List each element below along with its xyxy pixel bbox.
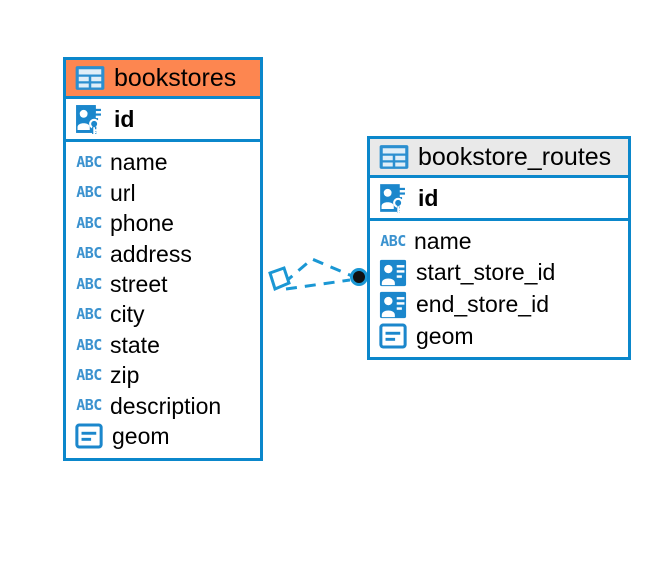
- field-label-name: name: [414, 228, 472, 255]
- field-label-url: url: [110, 179, 136, 206]
- abc-text-icon: ABC: [75, 241, 103, 267]
- entity-title-bookstore-routes: bookstore_routes: [418, 143, 612, 171]
- primary-key-icon: [75, 104, 105, 135]
- field-label-street: street: [110, 271, 168, 297]
- abc-text-glyph: ABC: [76, 335, 102, 354]
- field-row-url[interactable]: ABC url: [66, 178, 260, 208]
- field-row-zip[interactable]: ABC zip: [66, 360, 260, 390]
- field-label-name: name: [110, 149, 168, 176]
- abc-text-glyph: ABC: [76, 396, 102, 415]
- field-row-end-store-id[interactable]: end_store_id: [370, 289, 628, 321]
- abc-text-icon: ABC: [75, 271, 103, 297]
- abc-text-icon: ABC: [75, 210, 103, 236]
- field-list-bookstore-routes: ABC name start_store_id: [370, 221, 628, 357]
- field-list-bookstores: ABC name ABC url ABC phone ABC: [66, 142, 260, 457]
- table-icon: [75, 65, 105, 91]
- foreign-key-icon: [379, 259, 407, 287]
- field-label-end-store-id: end_store_id: [416, 291, 549, 318]
- field-row-state[interactable]: ABC state: [66, 330, 260, 360]
- field-row-name[interactable]: ABC name: [370, 226, 628, 256]
- primary-key-icon: [379, 183, 409, 214]
- field-label-address: address: [110, 240, 192, 267]
- field-label-id: id: [114, 106, 135, 133]
- field-row-address[interactable]: ABC address: [66, 239, 260, 269]
- entity-header-bookstores[interactable]: bookstores: [66, 60, 260, 100]
- field-row-geom[interactable]: geom: [66, 421, 260, 451]
- relationship-line-lower: [285, 278, 351, 291]
- field-label-id: id: [418, 185, 439, 212]
- circle-endpoint-icon: [350, 268, 368, 286]
- field-row-start-store-id[interactable]: start_store_id: [370, 257, 628, 289]
- field-label-start-store-id: start_store_id: [416, 259, 556, 286]
- abc-text-glyph: ABC: [76, 152, 102, 171]
- field-label-geom: geom: [416, 322, 474, 349]
- entity-bookstore-routes[interactable]: bookstore_routes id: [367, 136, 631, 361]
- abc-text-glyph: ABC: [76, 213, 102, 232]
- abc-text-icon: ABC: [75, 180, 103, 206]
- abc-text-glyph: ABC: [76, 305, 102, 324]
- abc-text-icon: ABC: [379, 228, 407, 254]
- abc-text-icon: ABC: [75, 302, 103, 328]
- abc-text-icon: ABC: [75, 332, 103, 358]
- field-row-description[interactable]: ABC description: [66, 391, 260, 421]
- abc-text-icon: ABC: [75, 149, 103, 175]
- diamond-endpoint-icon: [268, 266, 291, 292]
- field-label-city: city: [110, 301, 145, 328]
- geometry-icon: [379, 323, 407, 349]
- entity-title-bookstores: bookstores: [114, 64, 237, 92]
- field-row-phone[interactable]: ABC phone: [66, 208, 260, 238]
- abc-text-glyph: ABC: [76, 183, 102, 202]
- field-row-primary-key[interactable]: id: [370, 178, 628, 222]
- geometry-icon: [75, 423, 103, 449]
- relationship-line-upper: [283, 257, 353, 285]
- abc-text-glyph: ABC: [76, 244, 102, 263]
- field-label-zip: zip: [110, 362, 140, 389]
- field-label-geom: geom: [112, 423, 170, 450]
- field-row-street[interactable]: ABC street: [66, 269, 260, 299]
- abc-text-glyph: ABC: [380, 231, 406, 250]
- entity-header-bookstore-routes[interactable]: bookstore_routes: [370, 139, 628, 179]
- table-icon: [379, 144, 409, 170]
- field-row-primary-key[interactable]: id: [66, 99, 260, 143]
- field-label-state: state: [110, 331, 160, 358]
- abc-text-icon: ABC: [75, 363, 103, 389]
- abc-text-glyph: ABC: [76, 366, 102, 385]
- entity-bookstores[interactable]: bookstores: [63, 57, 263, 461]
- field-row-city[interactable]: ABC city: [66, 299, 260, 329]
- abc-text-icon: ABC: [75, 393, 103, 419]
- abc-text-glyph: ABC: [76, 274, 102, 293]
- field-row-name[interactable]: ABC name: [66, 147, 260, 177]
- field-label-phone: phone: [110, 210, 174, 237]
- foreign-key-icon: [379, 291, 407, 319]
- field-row-geom[interactable]: geom: [370, 321, 628, 351]
- field-label-description: description: [110, 392, 222, 419]
